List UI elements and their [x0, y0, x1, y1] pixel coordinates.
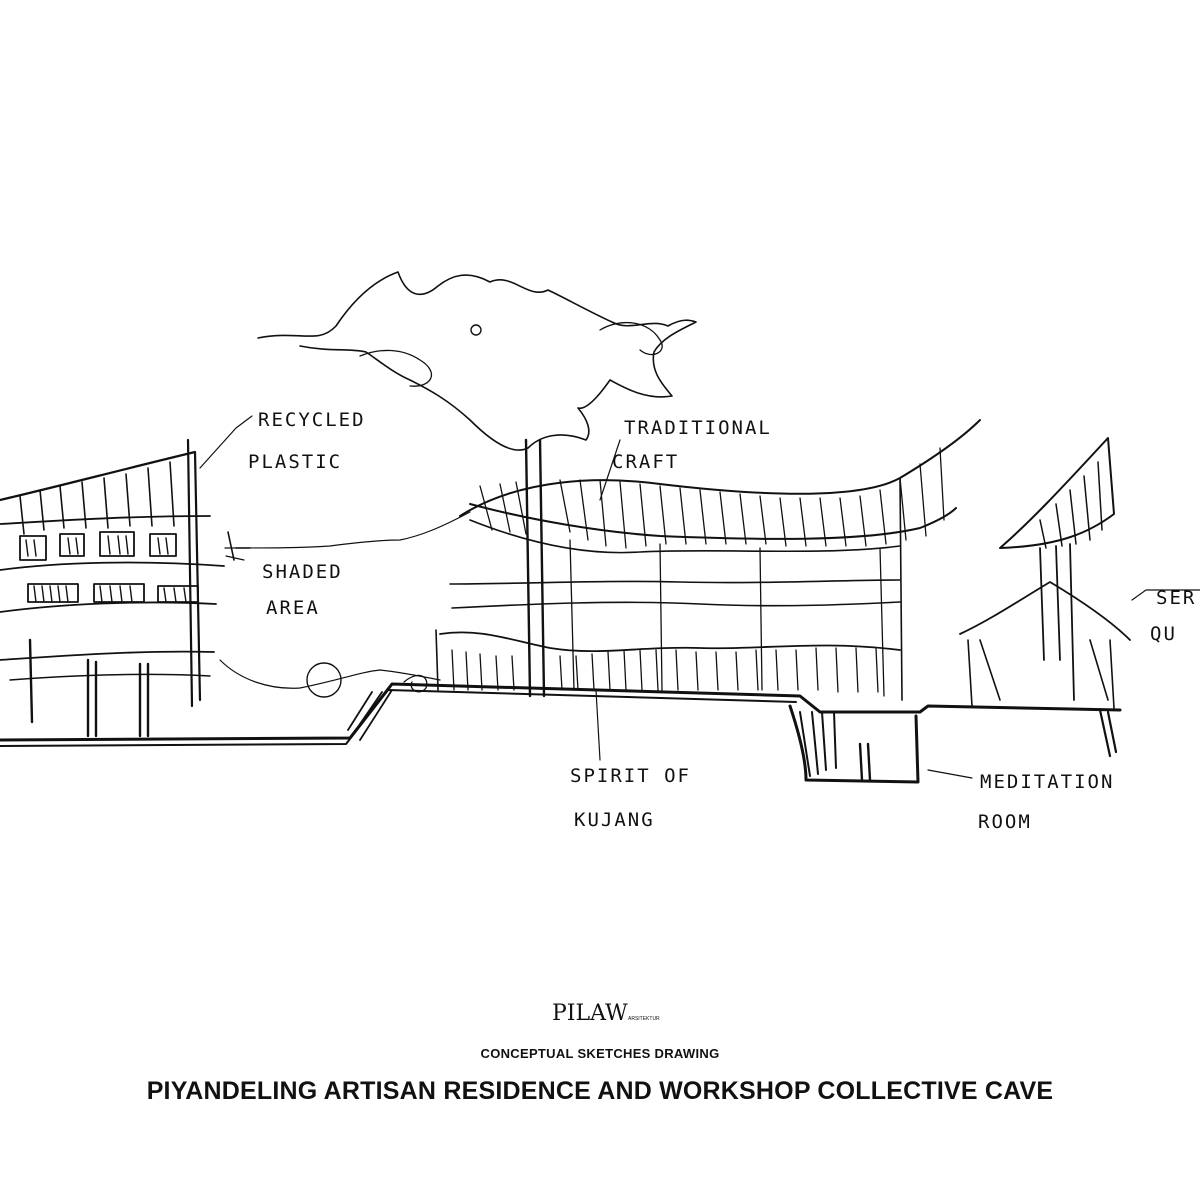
- annotation-meditation-2: ROOM: [978, 811, 1032, 833]
- caption-subtitle: CONCEPTUAL SKETCHES DRAWING: [480, 1046, 720, 1061]
- annotation-cut-1: SER: [1156, 587, 1196, 609]
- ground-line: [0, 682, 1122, 742]
- annotation-traditional-1: TRADITIONAL: [624, 417, 772, 439]
- middle-building: [435, 419, 981, 701]
- right-pavilion: [959, 437, 1200, 709]
- brand-logo: PILAW ARSITEKTUR: [548, 984, 678, 1026]
- logo-wordmark: PILAW: [552, 1001, 628, 1026]
- wind-circle: [306, 662, 342, 698]
- cloud-swirl: [359, 349, 433, 387]
- meditation-room-section: [347, 689, 1118, 784]
- annotation-traditional-2: CRAFT: [612, 451, 679, 473]
- annotation-cut-2: QU: [1150, 623, 1177, 645]
- annotation-leaders: [199, 415, 973, 779]
- annotation-meditation-1: MEDITATION: [980, 771, 1114, 793]
- left-building: [0, 438, 251, 738]
- cloud-eye: [470, 324, 482, 336]
- annotation-recycled-2: PLASTIC: [248, 451, 342, 473]
- air-flow-line-lower: [219, 659, 441, 689]
- logo-tagline: ARSITEKTUR: [628, 1016, 660, 1022]
- annotation-recycled-1: RECYCLED: [258, 409, 366, 431]
- annotation-spirit-2: KUJANG: [574, 809, 655, 831]
- caption-title: PIYANDELING ARTISAN RESIDENCE AND WORKSH…: [146, 1077, 1054, 1105]
- air-flow-line: [224, 511, 471, 549]
- annotation-shaded-1: SHADED: [262, 561, 343, 583]
- cloud-outline: [257, 271, 697, 451]
- ground-line-2: [0, 689, 797, 747]
- conceptual-section-sketch: RECYCLED PLASTIC TRADITIONAL CRAFT SHADE…: [0, 271, 1200, 833]
- cloud-swirl-2: [599, 321, 663, 356]
- sketch-canvas: RECYCLED PLASTIC TRADITIONAL CRAFT SHADE…: [0, 271, 1200, 833]
- wind-curl: [403, 674, 428, 693]
- annotation-shaded-2: AREA: [266, 597, 320, 619]
- annotation-spirit-1: SPIRIT OF: [570, 765, 691, 787]
